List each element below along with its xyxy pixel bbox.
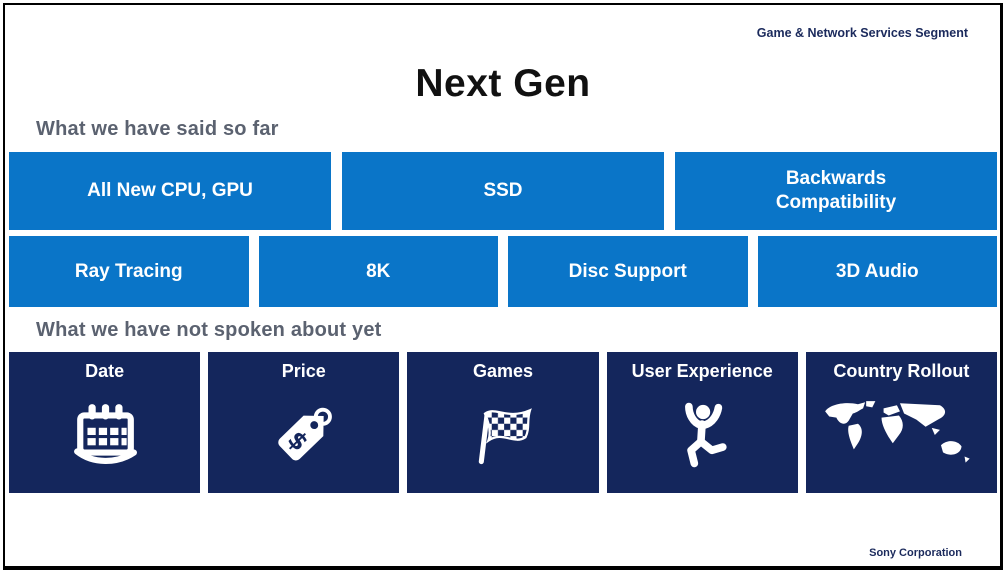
section-heading-said: What we have said so far (36, 118, 279, 140)
topic-tile-country-rollout: Country Rollout (805, 352, 997, 493)
feature-tile-label: All New CPU, GPU (87, 180, 253, 202)
topic-tile-games: Games (407, 352, 599, 493)
section-heading-upcoming: What we have not spoken about yet (36, 319, 382, 341)
said-row-2: Ray Tracing 8K Disc Support 3D Audio (9, 236, 997, 307)
topic-tile-label: Games (472, 361, 534, 381)
world-map-icon (819, 399, 983, 476)
topic-tile-label: Date (85, 361, 125, 381)
feature-tile-label: Backwards Compatibility (775, 168, 897, 213)
upcoming-row: Date (9, 352, 997, 493)
calendar-icon (72, 402, 138, 473)
feature-tile-label: 3D Audio (835, 260, 919, 282)
feature-tile-8k: 8K (258, 236, 498, 307)
topic-tile-label: Country Rollout (833, 361, 970, 381)
feature-tile-label: 8K (366, 260, 391, 282)
topic-tile-user-experience: User Experience (606, 352, 798, 493)
feature-tile-backwards-compatibility: Backwards Compatibility (675, 152, 997, 230)
topic-tile-label: User Experience (631, 361, 773, 381)
said-row-1: All New CPU, GPU SSD Backwards Compatibi… (9, 152, 997, 230)
topic-tile-price: Price $ (208, 352, 400, 493)
topic-tile-label: Price (281, 361, 326, 381)
topic-tile-date: Date (9, 352, 201, 493)
page-title: Next Gen (415, 62, 591, 105)
footer-company-label: Sony Corporation (869, 547, 962, 559)
jumping-person-icon (667, 400, 737, 475)
feature-tile-cpu-gpu: All New CPU, GPU (9, 152, 331, 230)
checkered-flag-icon (467, 399, 539, 476)
feature-tile-label: Disc Support (568, 260, 687, 282)
segment-label: Game & Network Services Segment (756, 26, 968, 40)
feature-tile-disc-support: Disc Support (508, 236, 748, 307)
feature-tile-label: Ray Tracing (74, 260, 183, 282)
feature-tile-label: SSD (483, 180, 523, 202)
feature-tile-3d-audio: 3D Audio (757, 236, 997, 307)
feature-tile-ray-tracing: Ray Tracing (9, 236, 249, 307)
feature-tile-ssd: SSD (342, 152, 664, 230)
price-tag-icon: $ (269, 400, 339, 475)
